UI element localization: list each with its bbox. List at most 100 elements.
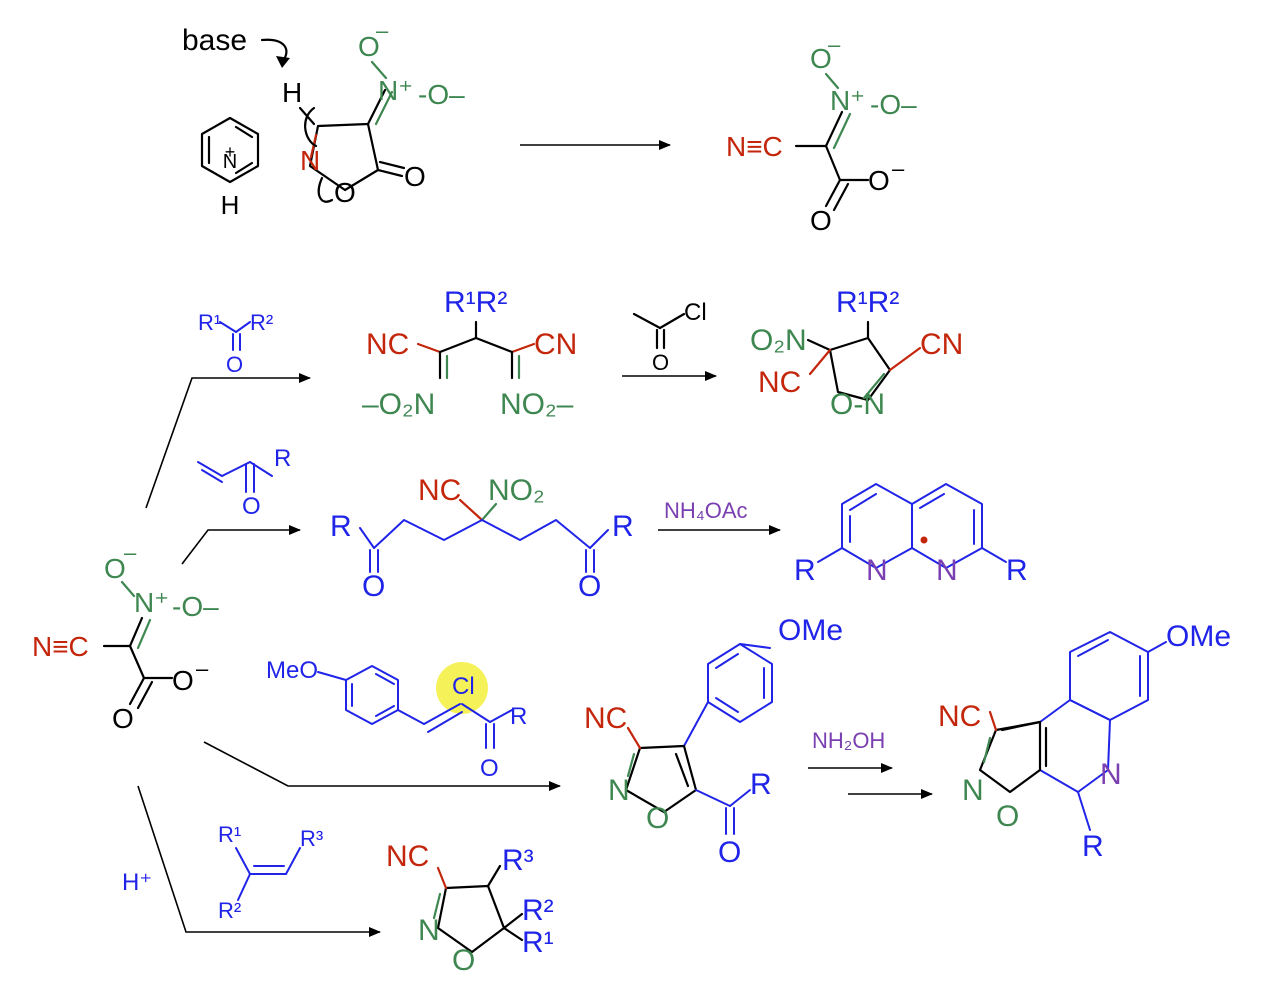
nitro-isoxazoline-dinitrile: R¹R² CN O₂N NC O-N [750, 286, 963, 421]
nitrogen-label: N [1100, 758, 1122, 791]
oxygen-label: O [578, 570, 601, 603]
r-label: R [794, 554, 816, 587]
branch-arrow-chloroenone [203, 741, 561, 791]
methoxy-label: OMe [1166, 620, 1231, 653]
nitrogen-label: N [300, 145, 320, 176]
acetyl-chloride-reagent: O Cl [632, 299, 707, 375]
diketone-nitro-nitrile: NC NO₂ R R O O [330, 474, 634, 603]
r-label: R [330, 510, 352, 543]
nitro-label: O₂N [750, 324, 807, 357]
r-label: R [750, 768, 772, 801]
oxygen-label: O [810, 205, 832, 236]
reagent-ammonium-acetate: NH₄OAc [664, 498, 748, 523]
nitrile-label: NC [758, 366, 801, 399]
cyano-nitronate-acetate-reagent: O – N⁺ -O– N≡C O O – [32, 540, 219, 734]
nitrile-label: CN [534, 328, 577, 361]
vinyl-ketone-reagent: O R [197, 445, 291, 520]
nitrogen-label: N [936, 554, 958, 587]
chlorine-highlight [436, 662, 488, 714]
r1-label: R¹ [218, 822, 241, 847]
r1r2-label: R¹R² [444, 286, 507, 319]
charge-minus: – [828, 32, 841, 57]
nitronate-o-label: -O– [172, 591, 219, 622]
r-label: R [274, 445, 291, 472]
bis-nitronate-dinitrile: R¹R² NC CN –O₂N NO₂– [362, 286, 577, 421]
aryl-isoxazole-ketone: OMe NC N O R O [584, 614, 843, 869]
r-label: R [1082, 830, 1104, 863]
nitrogen-label: N [866, 554, 888, 587]
nitrogen-label: N [608, 774, 630, 807]
charge-minus: – [124, 540, 137, 565]
charge-plus: + [225, 142, 236, 162]
nitrile-label: CN [920, 328, 963, 361]
nitro-label: NO₂ [488, 474, 545, 507]
nitronate-o-label: -O– [870, 89, 917, 120]
r-label: R [612, 510, 634, 543]
hydrogen-label: H [221, 190, 240, 220]
cyano-nitronate-acetate-product: N≡C O O – N⁺ -O– O – [726, 32, 917, 236]
nitrile-label: N≡C [726, 131, 783, 162]
oxygen-label: O [172, 665, 194, 696]
base-label-group: base [182, 24, 290, 68]
r2-label: R² [250, 310, 273, 335]
oxygen-label: O [112, 703, 134, 734]
oxygen-label: O [226, 352, 243, 377]
curved-arrow [304, 106, 318, 148]
r1-label: R¹ [198, 310, 221, 335]
nitrile-label: NC [386, 840, 429, 873]
nitrogen-label: N [418, 914, 440, 947]
acid-label: H⁺ [122, 869, 152, 896]
nitronate-n-label: N⁺ [830, 85, 865, 116]
branch-arrow-alkene [137, 785, 381, 937]
nitrile-label: NC [938, 700, 981, 733]
nitronate-o-label: -O– [418, 79, 465, 110]
r2-label: R² [218, 898, 241, 923]
branch-arrow-ketone [145, 373, 311, 509]
oxygen-label: O [452, 944, 475, 977]
chlorine-label: Cl [452, 673, 475, 700]
oxygen-label: O [334, 177, 356, 208]
ketone-reagent: R¹ R² O [198, 310, 273, 377]
methoxy-label: MeO [266, 657, 318, 684]
curved-arrow [317, 176, 334, 203]
nitronate-n-label: N⁺ [134, 587, 169, 618]
alkene-reagent: R¹ R³ R² [218, 822, 323, 923]
chlorine-label: Cl [684, 299, 707, 326]
nitronate-o-label: O [104, 553, 126, 584]
r3-label: R³ [502, 844, 534, 877]
chloro-enone-reagent: MeO Cl R O [266, 657, 527, 782]
nitrile-label: N≡C [32, 631, 89, 662]
r1r2-label: R¹R² [836, 286, 899, 319]
reagent-hydroxylamine: NH₂OH [812, 728, 885, 753]
nitronate-label: –O₂N [362, 388, 435, 421]
charge-minus: – [196, 656, 209, 681]
oxygen-label: O [480, 755, 499, 782]
nitrogen-label: N [962, 774, 984, 807]
nitrile-label: NC [584, 702, 627, 735]
oxygen-label: O [868, 165, 890, 196]
oxygen-label: O [646, 802, 669, 835]
r1-label: R¹ [522, 926, 554, 959]
charge-minus: – [376, 18, 389, 43]
isoxazoline-product: NC R³ N O R² R¹ [386, 840, 554, 977]
branch-connectors [137, 373, 561, 937]
oxygen-label: O [996, 800, 1019, 833]
r3-label: R³ [300, 826, 323, 851]
oxygen-label: O [404, 161, 426, 192]
base-label: base [182, 24, 247, 57]
naphthyridine-product: N N R R [794, 483, 1028, 587]
nitronate-o-label: O [358, 31, 380, 62]
branch-arrow-enone [181, 525, 301, 565]
nitronate-label: NO₂– [500, 388, 574, 421]
hydrogen-label: H [282, 77, 302, 108]
methoxy-label: OMe [778, 614, 843, 647]
r-label: R [510, 703, 527, 730]
r-label: R [1006, 554, 1028, 587]
nitronate-n-label: N⁺ [378, 75, 413, 106]
nitronate-o-label: O [810, 43, 832, 74]
nitrile-label: NC [418, 474, 461, 507]
isoxazoline-on-label: O-N [830, 388, 885, 421]
oxygen-label: O [718, 836, 741, 869]
oxygen-label: O [242, 493, 261, 520]
